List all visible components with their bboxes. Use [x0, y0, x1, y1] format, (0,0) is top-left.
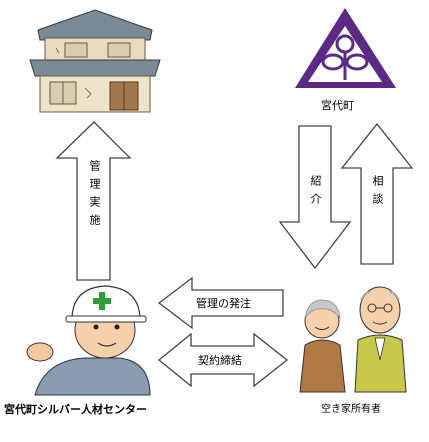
- consultation-arrow: [340, 122, 414, 265]
- introduction-label: 紹介: [309, 175, 322, 211]
- consultation-label: 相談: [371, 175, 384, 211]
- management-arrow: [55, 121, 132, 281]
- town-emblem-logo: [295, 8, 396, 88]
- vacant-house-illustration: [29, 9, 161, 113]
- order-management-label: 管理の発注: [196, 297, 251, 310]
- order-management-arrow: [157, 276, 284, 330]
- contract-arrow: [157, 332, 289, 388]
- introduction-arrow: [278, 125, 352, 270]
- silver-center-worker-illustration: [26, 285, 151, 396]
- silver-center-label: 宮代町シルバー人材センター: [4, 403, 147, 416]
- town-label: 宮代町: [321, 99, 354, 112]
- house-owners-illustration: [299, 286, 407, 393]
- contract-label: 契約締結: [198, 354, 242, 367]
- management-label: 管理実施: [88, 160, 101, 232]
- owners-label: 空き家所有者: [321, 404, 381, 415]
